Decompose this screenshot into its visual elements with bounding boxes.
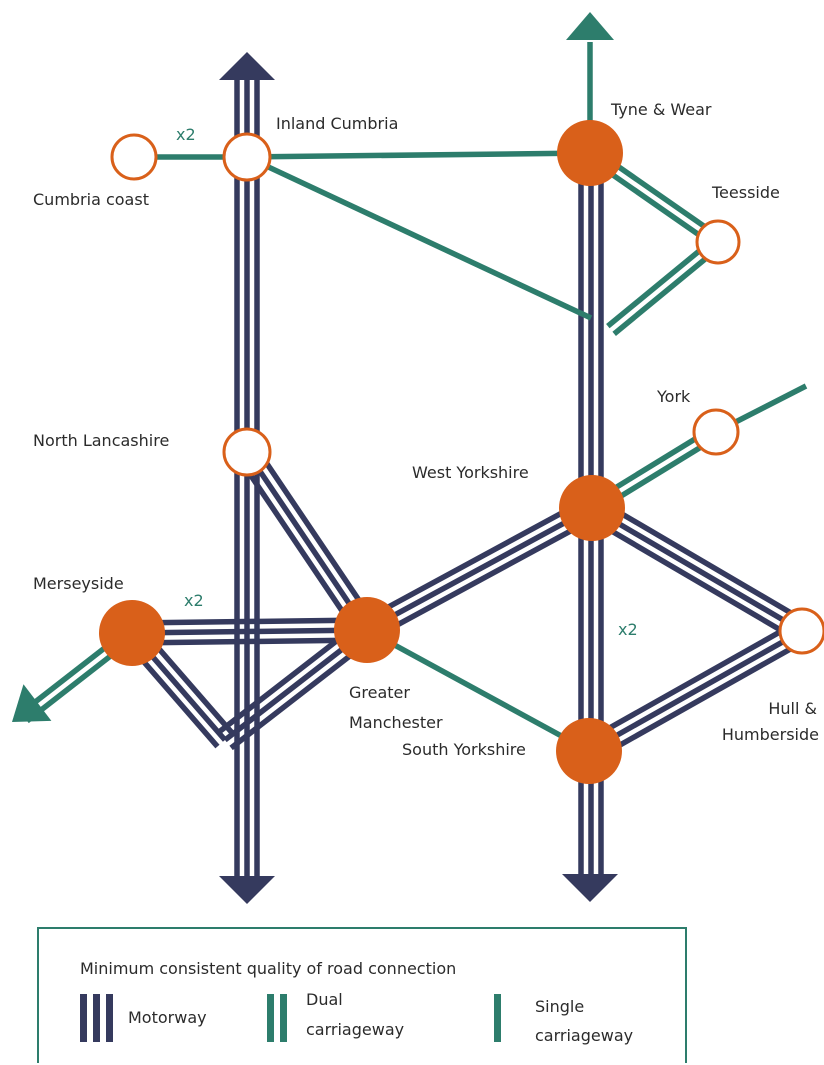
multiplier-merseyside: x2	[184, 591, 204, 610]
motorway-south-yorkshire-hull	[582, 619, 809, 763]
legend-title: Minimum consistent quality of road conne…	[80, 959, 456, 978]
single-greater-manchester-south-yorkshire	[365, 627, 591, 754]
node-merseyside	[99, 600, 165, 666]
label-hull-line1: Hull &	[768, 699, 817, 718]
legend-single-label-line1: Single	[535, 997, 584, 1016]
legend-dual-label-line1: Dual	[306, 990, 343, 1009]
legend-single-label-line2: carriageway	[535, 1026, 633, 1045]
node-inland-cumbria	[222, 132, 272, 182]
dual-teesside-southwest	[606, 236, 723, 336]
road-connections	[19, 42, 809, 880]
node-tyne-wear	[557, 120, 623, 186]
arrow-merseyside-southwest	[12, 684, 52, 722]
arrow-tyne-wear-north	[566, 12, 614, 40]
single-inland-cumbria-tyne-wear	[246, 150, 591, 160]
legend-dual-swatch	[267, 994, 287, 1042]
legend-single-swatch	[494, 994, 501, 1042]
legend: Minimum consistent quality of road conne…	[37, 927, 687, 1063]
node-west-yorkshire	[559, 475, 625, 541]
label-greater-manchester-line2: Manchester	[349, 713, 443, 732]
node-south-yorkshire	[556, 718, 622, 784]
label-hull-line2: Humberside	[722, 725, 819, 744]
motorway-merseyside-greater-manchester	[131, 617, 368, 646]
node-hull-humberside	[778, 607, 824, 655]
arrowheads	[12, 12, 618, 904]
node-greater-manchester	[334, 597, 400, 663]
legend-dual-label-line2: carriageway	[306, 1020, 404, 1039]
label-cumbria-coast: Cumbria coast	[33, 190, 149, 209]
multiplier-cumbria: x2	[176, 125, 196, 144]
node-york	[692, 408, 740, 456]
motorway-west-yorkshire-hull	[585, 496, 809, 643]
legend-motorway-label: Motorway	[128, 1008, 207, 1027]
motorway-greater-manchester-west-yorkshire	[360, 496, 599, 642]
multiplier-yorkshire: x2	[618, 620, 638, 639]
node-teesside	[695, 219, 741, 265]
label-greater-manchester-line1: Greater	[349, 683, 410, 702]
arrow-west-spine-south	[219, 876, 275, 904]
single-inland-cumbria-east	[245, 154, 593, 321]
motorway-north-lancashire-greater-manchester	[236, 444, 378, 638]
area-nodes	[99, 120, 824, 784]
node-north-lancashire	[222, 427, 272, 477]
label-york: York	[656, 387, 691, 406]
arrow-east-spine-south	[562, 874, 618, 902]
legend-border	[37, 927, 687, 1063]
label-north-lancashire: North Lancashire	[33, 431, 169, 450]
label-merseyside: Merseyside	[33, 574, 124, 593]
label-tyne-wear: Tyne & Wear	[610, 100, 712, 119]
label-west-yorkshire: West Yorkshire	[412, 463, 529, 482]
label-teesside: Teesside	[711, 183, 780, 202]
label-south-yorkshire: South Yorkshire	[402, 740, 526, 759]
legend-motorway-swatch	[80, 994, 113, 1042]
arrow-west-spine-north	[219, 52, 275, 80]
node-cumbria-coast	[110, 133, 158, 181]
label-inland-cumbria: Inland Cumbria	[276, 114, 398, 133]
